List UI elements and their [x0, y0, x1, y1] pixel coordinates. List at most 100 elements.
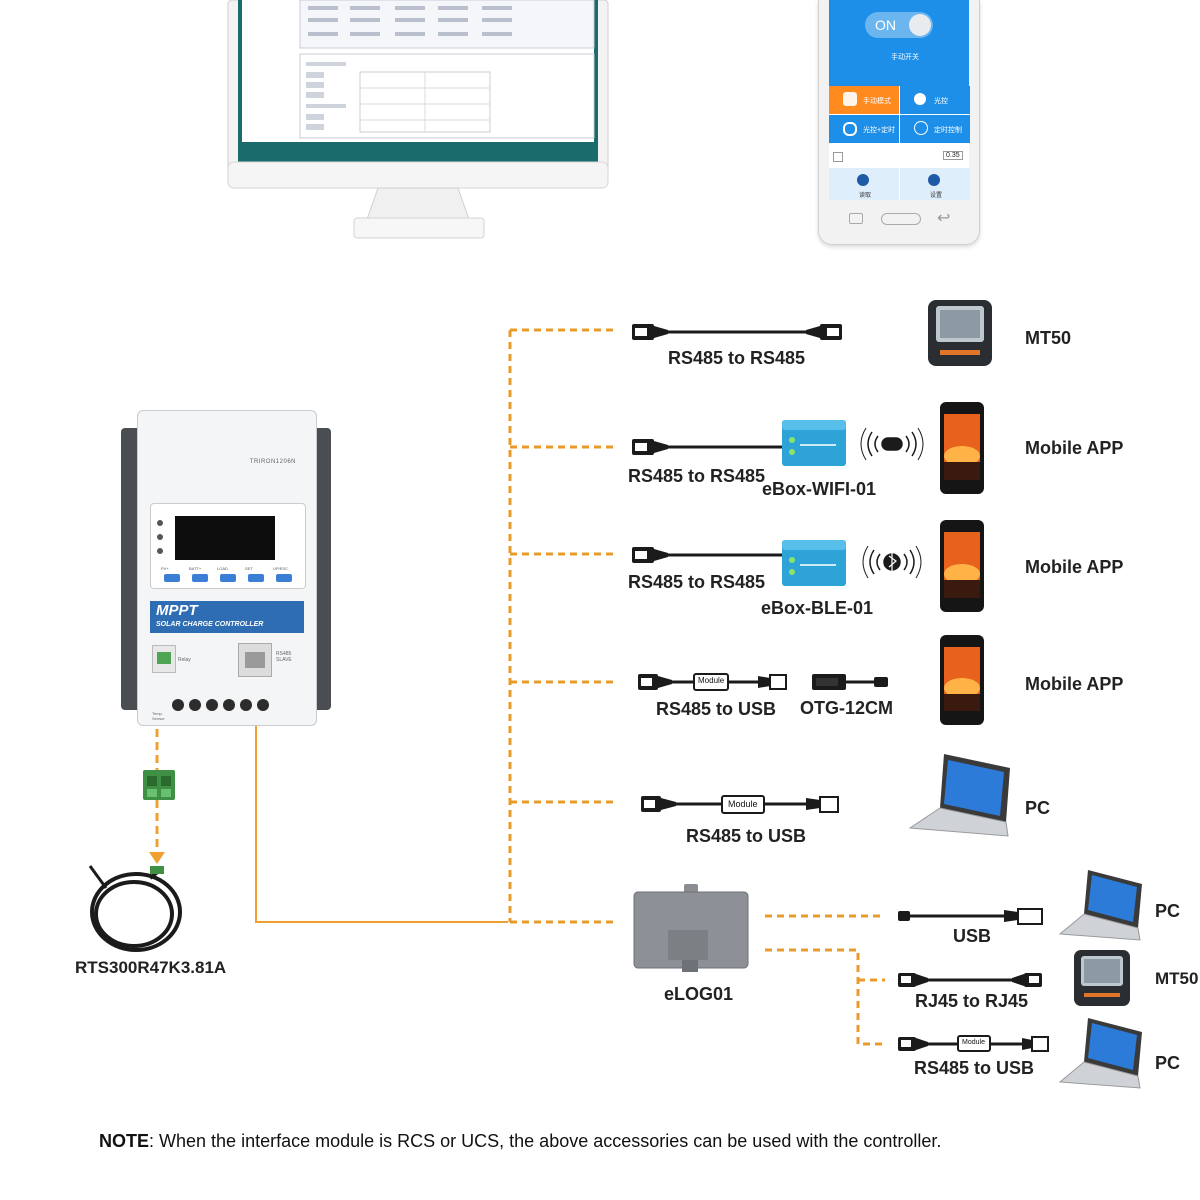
power-toggle[interactable]: ON — [865, 12, 933, 38]
model-label: TRIRON1206N — [249, 459, 296, 465]
temp-sensor-link — [149, 716, 165, 864]
device-label-app-3: Mobile APP — [1025, 674, 1124, 694]
usb-cable — [898, 908, 1043, 925]
mode-label: 光控 — [934, 98, 948, 105]
terminal-screw — [189, 699, 201, 711]
key-batt[interactable]: BATT+ — [189, 566, 211, 584]
mode-tile-manual[interactable]: 手动模式 — [829, 86, 899, 114]
device-label-pc-1: PC — [1025, 798, 1051, 818]
solar-charge-controller: TRIRON1206N PV+ BATT+ LOAD — [121, 410, 331, 730]
key-label: SET — [245, 566, 253, 571]
ebox-ble-adapter — [782, 540, 846, 586]
device-label-app-1: Mobile APP — [1025, 438, 1124, 458]
relay-terminal — [152, 645, 176, 673]
smartphone-1 — [940, 402, 984, 494]
key-set[interactable]: SET — [245, 566, 267, 584]
set-button[interactable]: 设置 — [899, 168, 970, 200]
bluetooth-signal-icon — [862, 545, 922, 579]
adapter-label-wifi: eBox-WIFI-01 — [762, 479, 877, 499]
controller-link-line — [255, 700, 508, 923]
brand-band: MPPT SOLAR CHARGE CONTROLLER — [150, 601, 304, 633]
mode-tile-light-timer[interactable]: 光控+定时 — [829, 115, 899, 143]
mode-tile-timer[interactable]: 定时控制 — [899, 115, 970, 143]
key-pv[interactable]: PV+ — [161, 566, 183, 584]
controller-body: TRIRON1206N PV+ BATT+ LOAD — [137, 410, 317, 726]
terminal-screw — [206, 699, 218, 711]
terminal-screw — [257, 699, 269, 711]
cable-rs485-usb-3 — [898, 1035, 1049, 1052]
terminal-green — [157, 652, 171, 664]
rj45-cable — [898, 973, 1042, 987]
sun-icon — [914, 93, 926, 105]
mt50-meter-2 — [1074, 950, 1130, 1006]
temp-sensor-label: Temp. Sensor — [152, 711, 165, 721]
key-label: PV+ — [161, 566, 169, 571]
note-prefix: NOTE — [99, 1131, 150, 1151]
brand-title: MPPT — [156, 602, 198, 619]
laptop-3 — [1058, 1018, 1142, 1089]
display-panel: PV+ BATT+ LOAD SET UP/ESC — [150, 503, 306, 589]
elog-device-mt50: MT50 — [1155, 969, 1199, 988]
mt50-meter-1 — [928, 300, 992, 366]
elog-device-pc-1: PC — [1155, 901, 1181, 921]
mode-tile-light[interactable]: 光控 — [899, 86, 970, 114]
elog-cable-rs485-usb: RS485 to USB — [914, 1058, 1035, 1078]
module-text-3: Module — [962, 1039, 985, 1046]
cable-rs485-usb-1 — [638, 673, 787, 691]
sensor-label: RTS300R47K3.81A — [75, 958, 227, 977]
app-screen: ON 手动开关 手动模式 光控 光控+定时 定时控制 0.35 读取 — [829, 0, 970, 200]
plus-circle-icon — [857, 174, 869, 186]
module-text-1: Module — [698, 676, 725, 685]
branch-dashed-lines — [510, 328, 885, 1046]
key-cap — [192, 574, 208, 582]
note-text: : When the interface module is RCS or UC… — [149, 1131, 942, 1151]
mobile-app-phone: ON 手动开关 手动模式 光控 光控+定时 定时控制 0.35 读取 — [818, 0, 980, 245]
terminal-block — [143, 770, 175, 800]
key-label: UP/ESC — [273, 566, 288, 571]
key-cap — [220, 574, 236, 582]
pc-monitor-illustration — [227, 0, 609, 239]
key-load[interactable]: LOAD — [217, 566, 239, 584]
device-label-mt50: MT50 — [1025, 328, 1072, 348]
key-cap — [248, 574, 264, 582]
laptop-2 — [1058, 870, 1142, 941]
recent-apps-icon — [849, 213, 863, 224]
elog01-box — [633, 884, 749, 972]
clock-icon — [914, 121, 928, 135]
cable-label-2: RS485 to RS485 — [628, 466, 766, 486]
rs485-port-label: RS485 SLAVE — [276, 651, 292, 663]
cable-label-5: RS485 to USB — [686, 826, 807, 846]
elog-cable-rj45: RJ45 to RJ45 — [915, 991, 1029, 1011]
hand-icon — [843, 92, 857, 106]
port-socket — [245, 652, 265, 668]
read-label: 读取 — [859, 193, 872, 199]
back-arrow-icon: ↩ — [937, 210, 951, 227]
elog-label: eLOG01 — [664, 984, 734, 1004]
option-checkbox[interactable] — [833, 152, 843, 162]
mode-label: 手动模式 — [863, 98, 891, 105]
module-text-2: Module — [728, 799, 758, 809]
terminal-screw — [223, 699, 235, 711]
relay-label: Relay — [178, 657, 191, 663]
toggle-label: ON — [875, 17, 896, 33]
led-value-field[interactable]: 0.35 — [943, 151, 963, 160]
brand-subtitle: SOLAR CHARGE CONTROLLER — [156, 621, 264, 628]
key-label: LOAD — [217, 566, 228, 571]
lcd-screen — [175, 516, 275, 560]
smartphone-3 — [940, 635, 984, 725]
status-led-1 — [157, 520, 163, 526]
terminal-screw — [240, 699, 252, 711]
cable-label-1: RS485 to RS485 — [668, 348, 806, 368]
plus-circle-icon — [928, 174, 940, 186]
button-row: PV+ BATT+ LOAD SET UP/ESC — [161, 566, 301, 584]
read-button[interactable]: 读取 — [829, 168, 899, 200]
footnote: NOTE: When the interface module is RCS o… — [99, 1131, 941, 1152]
cable-label-3: RS485 to RS485 — [628, 572, 766, 592]
toggle-sub-label: 手动开关 — [891, 54, 919, 61]
key-cap — [276, 574, 292, 582]
otg-adapter — [812, 674, 888, 690]
key-up-esc[interactable]: UP/ESC — [273, 566, 295, 584]
sun-timer-icon — [843, 122, 857, 136]
device-label-app-2: Mobile APP — [1025, 557, 1124, 577]
